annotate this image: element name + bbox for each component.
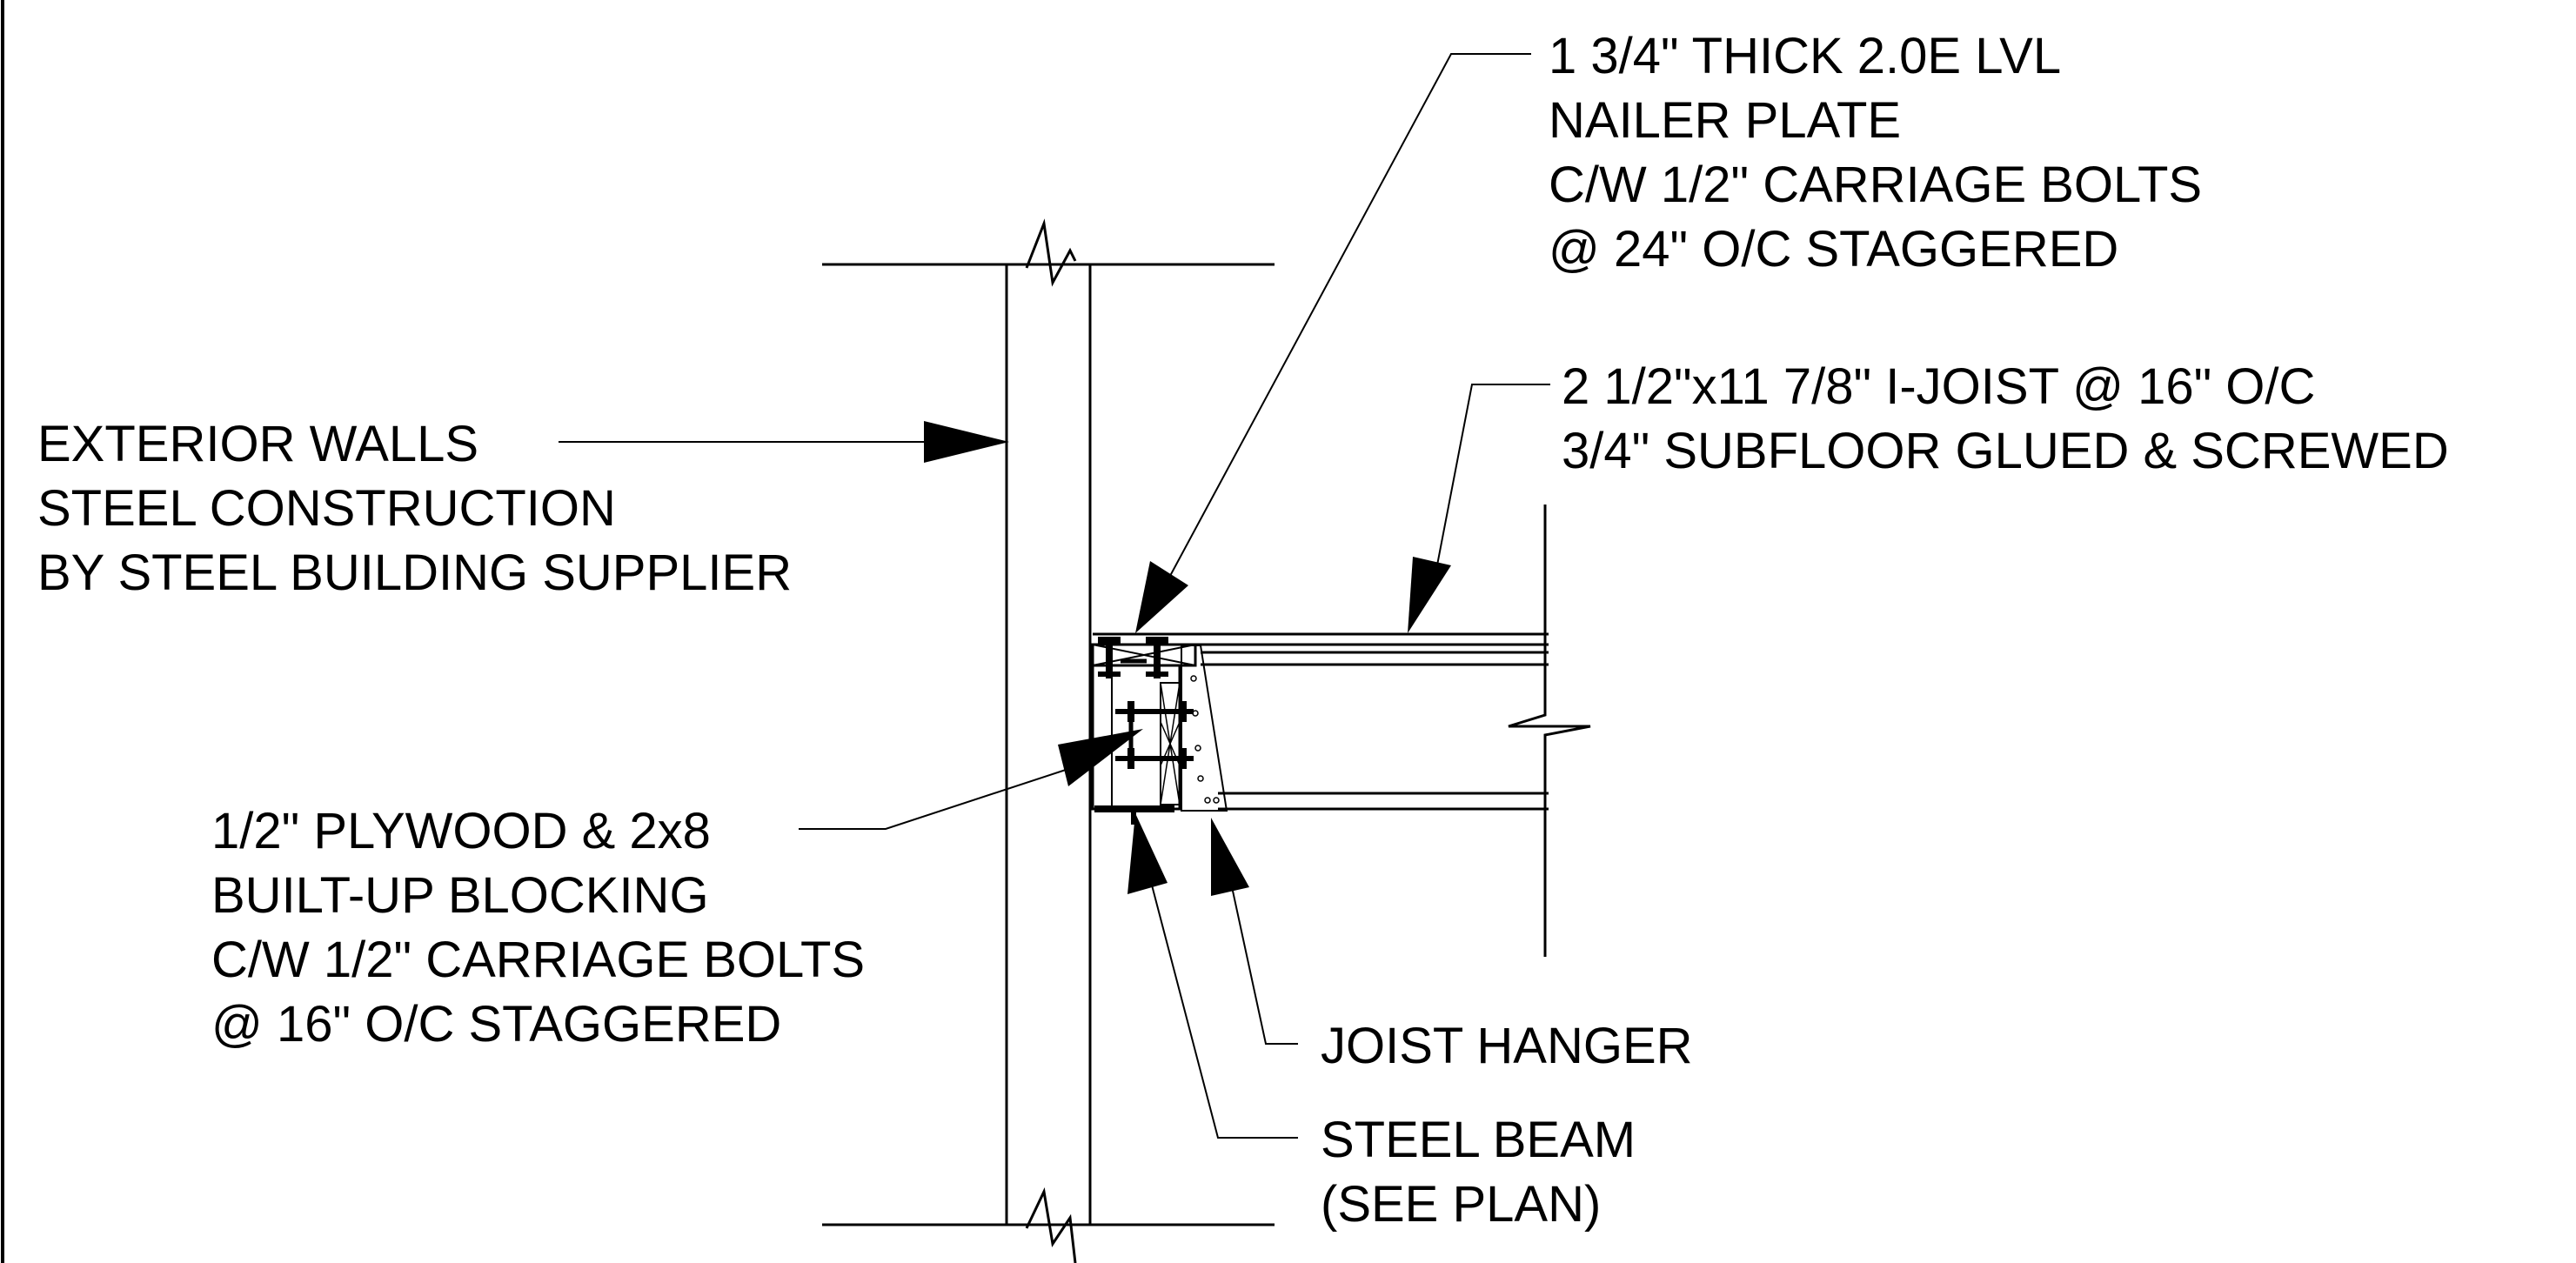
lvl-nailer-line-4: @ 24" O/C STAGGERED — [1549, 221, 2118, 277]
leader-blocking — [799, 729, 1143, 830]
label-i-joist: 2 1/2"x11 7/8" I-JOIST @ 16" O/C 3/4" SU… — [1562, 358, 2449, 479]
joist-break-line — [1508, 505, 1591, 957]
blocking-line-4: @ 16" O/C STAGGERED — [211, 996, 781, 1052]
exterior-walls-line-1: EXTERIOR WALLS — [37, 416, 478, 472]
arrowhead-joist-hanger — [1211, 818, 1249, 896]
leader-joist-hanger — [1211, 818, 1298, 1045]
exterior-walls-line-3: BY STEEL BUILDING SUPPLIER — [37, 545, 792, 601]
arrowhead-walls — [924, 421, 1009, 463]
i-joist-line-2: 3/4" SUBFLOOR GLUED & SCREWED — [1562, 423, 2449, 479]
blocking-line-1: 1/2" PLYWOOD & 2x8 — [211, 803, 711, 859]
blocking-line-3: C/W 1/2" CARRIAGE BOLTS — [211, 932, 865, 988]
lvl-nailer-line-2: NAILER PLATE — [1549, 92, 1901, 149]
label-lvl-nailer: 1 3/4" THICK 2.0E LVL NAILER PLATE C/W 1… — [1549, 28, 2202, 277]
steel-beam-line-2: (SEE PLAN) — [1321, 1176, 1601, 1233]
break-line-top — [1025, 218, 1077, 287]
lvl-nailer-line-1: 1 3/4" THICK 2.0E LVL — [1549, 28, 2061, 84]
joist-hanger — [1181, 645, 1228, 812]
exterior-walls-line-2: STEEL CONSTRUCTION — [37, 480, 616, 537]
exterior-wall — [822, 218, 1275, 1263]
joist-hanger-line-1: JOIST HANGER — [1321, 1018, 1693, 1074]
arrowhead-steel-beam — [1127, 813, 1168, 894]
label-steel-beam: STEEL BEAM (SEE PLAN) — [1321, 1112, 1636, 1233]
leader-i-joist — [1408, 384, 1550, 633]
leader-exterior-walls — [559, 421, 1009, 463]
leader-steel-beam — [1127, 813, 1298, 1139]
arrowhead-lvl — [1135, 561, 1188, 633]
label-blocking: 1/2" PLYWOOD & 2x8 BUILT-UP BLOCKING C/W… — [211, 803, 865, 1052]
break-line-bottom — [1025, 1187, 1077, 1263]
i-joist-line-1: 2 1/2"x11 7/8" I-JOIST @ 16" O/C — [1562, 358, 2315, 415]
steel-beam-section — [1094, 805, 1174, 825]
steel-beam-line-1: STEEL BEAM — [1321, 1112, 1636, 1168]
label-exterior-walls: EXTERIOR WALLS STEEL CONSTRUCTION BY STE… — [37, 416, 792, 601]
label-joist-hanger: JOIST HANGER — [1321, 1018, 1693, 1074]
arrowhead-blocking — [1058, 729, 1143, 786]
blocking-line-2: BUILT-UP BLOCKING — [211, 867, 709, 924]
leader-lvl-nailer — [1135, 53, 1531, 633]
arrowhead-i-joist — [1408, 557, 1451, 633]
lvl-nailer-line-3: C/W 1/2" CARRIAGE BOLTS — [1549, 157, 2202, 213]
